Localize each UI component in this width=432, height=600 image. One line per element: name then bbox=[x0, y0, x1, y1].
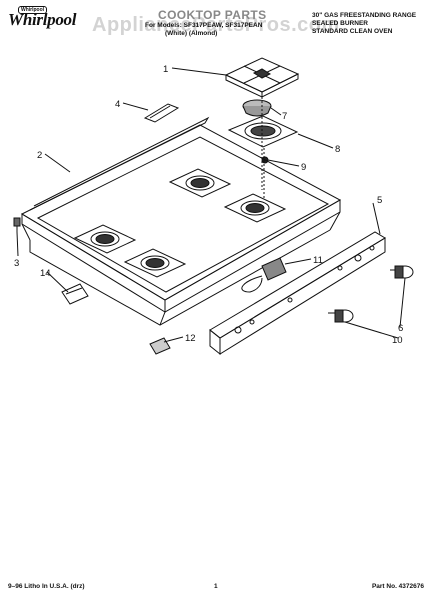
side-bracket bbox=[143, 103, 180, 123]
brand-tag: Whirlpool bbox=[18, 6, 48, 14]
page-number: 1 bbox=[214, 583, 218, 590]
burner-well-rear-left bbox=[168, 168, 232, 198]
burner-cap bbox=[242, 99, 272, 117]
burner-base bbox=[227, 115, 299, 148]
control-manifold bbox=[209, 231, 386, 356]
callout-1: 1 bbox=[163, 64, 168, 75]
page-title: COOKTOP PARTS bbox=[158, 8, 267, 22]
callout-12: 12 bbox=[185, 333, 196, 344]
lower-bracket bbox=[61, 283, 89, 305]
models-line: For Models: SF317PEAW, SF317PEAN bbox=[145, 22, 263, 29]
callout-5: 5 bbox=[377, 195, 382, 206]
burner-well-front-left bbox=[73, 224, 137, 254]
callout-2: 2 bbox=[37, 150, 42, 161]
description-line-2: SEALED BURNER bbox=[312, 20, 368, 27]
callout-10: 10 bbox=[392, 335, 403, 346]
leader-lines bbox=[16, 67, 406, 343]
callout-7: 7 bbox=[282, 111, 287, 122]
watermark: AppliancePartsPros.com bbox=[92, 14, 340, 36]
description-line-1: 30" GAS FREESTANDING RANGE bbox=[312, 12, 417, 19]
callout-3: 3 bbox=[14, 258, 19, 269]
callout-14: 14 bbox=[40, 268, 51, 279]
callout-8: 8 bbox=[335, 144, 340, 155]
description-line-3: STANDARD CLEAN OVEN bbox=[312, 28, 393, 35]
spark-module bbox=[241, 257, 287, 293]
litho-info: 9–96 Litho In U.S.A. (drz) bbox=[8, 583, 85, 590]
brand-logo: Whirlpool bbox=[8, 10, 77, 29]
callout-11: 11 bbox=[313, 255, 323, 266]
callout-6: 6 bbox=[398, 323, 403, 334]
burner-well-rear-right bbox=[223, 193, 287, 223]
cooktop-panel bbox=[20, 116, 342, 326]
model-numbers: For Models: SF317PEAW, SF317PEAN (White)… bbox=[145, 22, 262, 38]
hinge-clip bbox=[13, 217, 21, 232]
part-number: Part No. 4372676 bbox=[371, 583, 424, 590]
product-description: 30" GAS FREESTANDING RANGE SEALED BURNER… bbox=[312, 12, 416, 36]
alignment-lines bbox=[261, 97, 265, 200]
callout-4: 4 bbox=[115, 99, 120, 110]
models-colors: (White) (Almond) bbox=[165, 30, 218, 37]
callout-9: 9 bbox=[301, 162, 306, 173]
burner-well-front-right bbox=[123, 248, 187, 278]
